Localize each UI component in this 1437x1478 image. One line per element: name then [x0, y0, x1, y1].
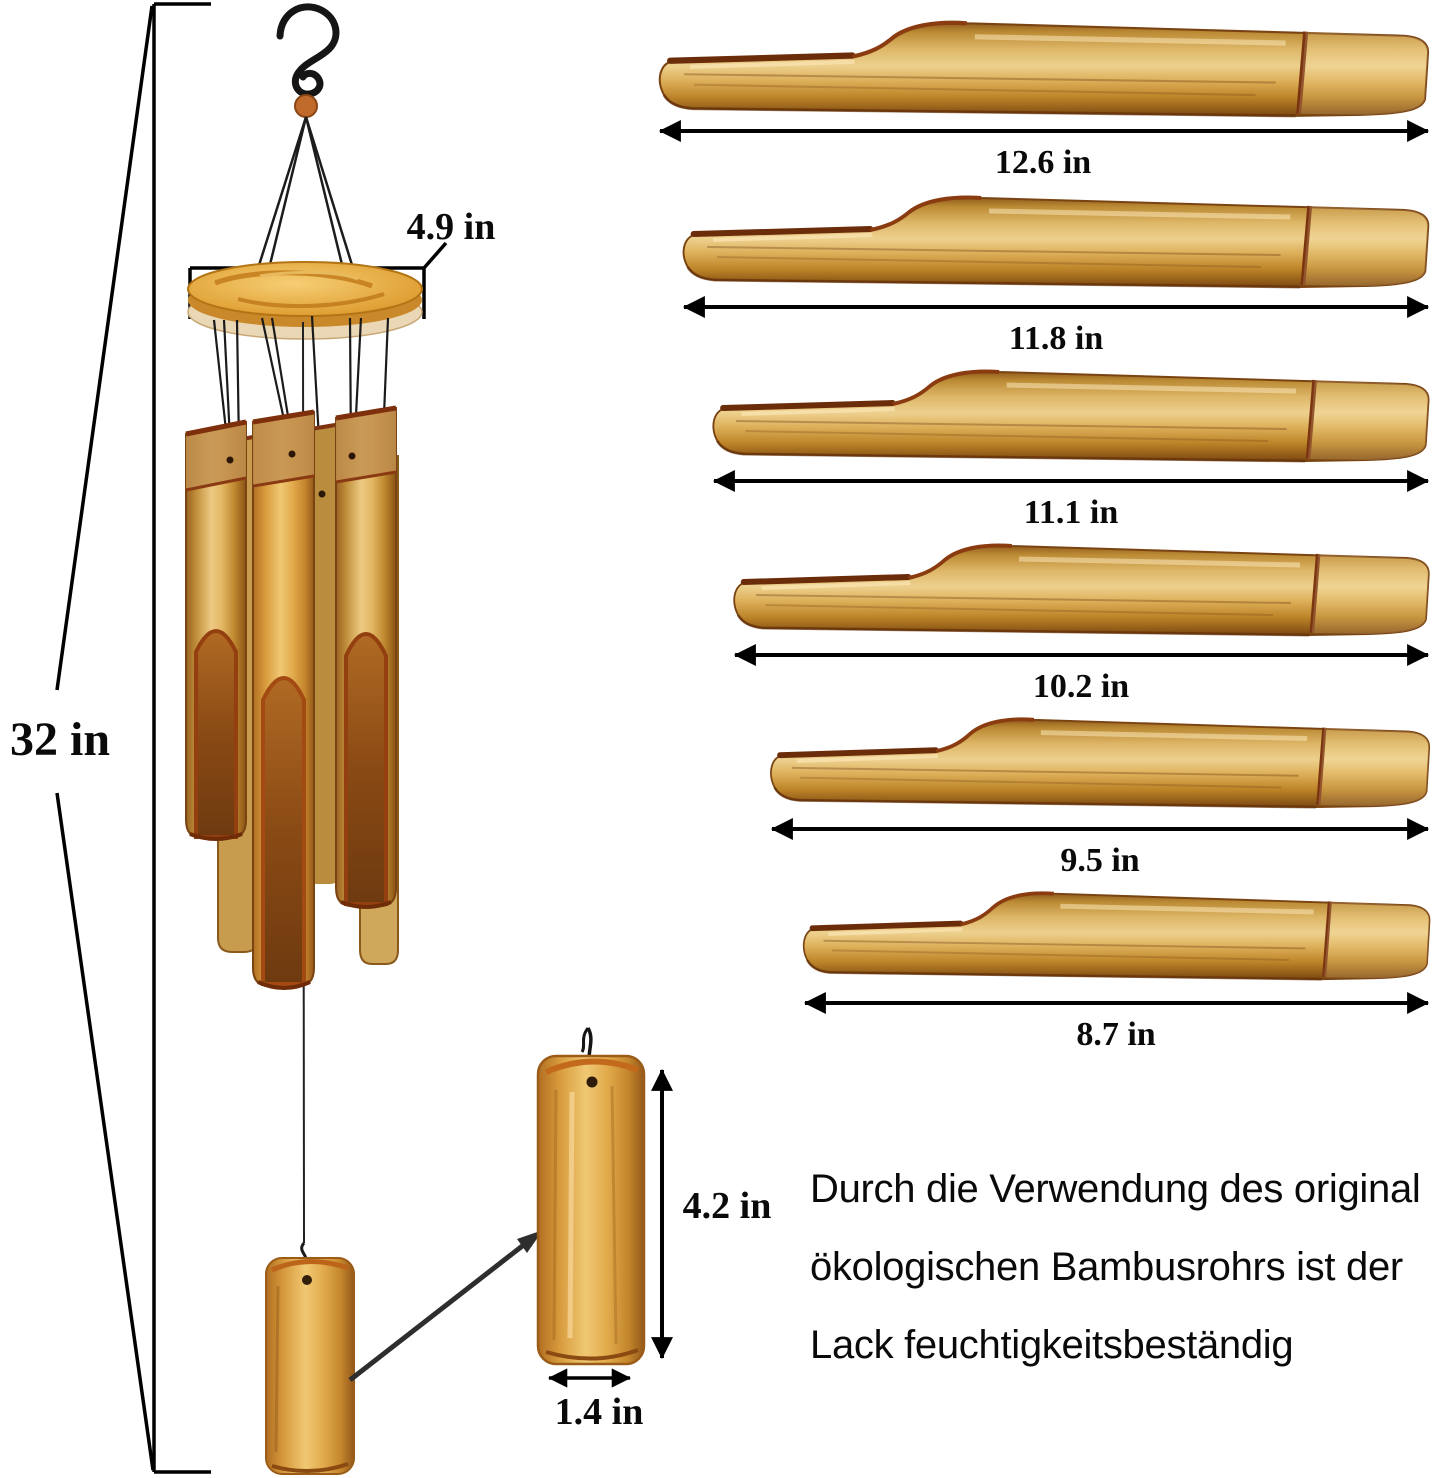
description-line-3: Lack feuchtigkeitsbeständig	[810, 1323, 1294, 1367]
tube-length-label-3: 11.1 in	[1023, 494, 1119, 531]
measured-tube-1	[660, 23, 1428, 116]
tube-length-label-1: 12.6 in	[994, 144, 1092, 181]
hanger-strings	[252, 116, 359, 282]
tube-length-label-6: 8.7 in	[1076, 1016, 1156, 1053]
windcatcher-width-label: 1.4 in	[554, 1391, 644, 1433]
measured-tube-2	[684, 198, 1429, 287]
product-description: Durch die Verwendung des original ökolog…	[810, 1150, 1437, 1384]
wood-bead	[294, 94, 318, 118]
closeup-pointer-arrow	[348, 1230, 543, 1382]
measured-tube-5	[771, 719, 1429, 807]
overall-height-label: 32 in	[9, 713, 111, 766]
chime-tubes-front	[185, 405, 397, 990]
description-line-1: Durch die Verwendung des original	[810, 1167, 1421, 1211]
top-disc	[187, 261, 423, 340]
disc-width-label: 4.9 in	[406, 206, 496, 248]
s-hook-icon	[276, 3, 340, 98]
measured-tube-4	[734, 546, 1429, 635]
tube-length-label-2: 11.8 in	[1008, 320, 1104, 357]
tube-length-label-5: 9.5 in	[1060, 842, 1140, 879]
tube-length-label-4: 10.2 in	[1032, 668, 1130, 705]
windcatcher-height-label: 4.2 in	[682, 1185, 772, 1227]
measured-tube-6	[804, 893, 1430, 979]
overall-height-dimension-lines	[55, 2, 211, 1474]
description-line-2: ökologischen Bambusrohrs ist der	[810, 1245, 1403, 1289]
wind-catcher-closeup	[536, 1027, 646, 1366]
tube-length-arrows	[658, 120, 1430, 1014]
measured-tube-3	[713, 372, 1428, 461]
wind-catcher-pendant	[265, 1242, 355, 1475]
